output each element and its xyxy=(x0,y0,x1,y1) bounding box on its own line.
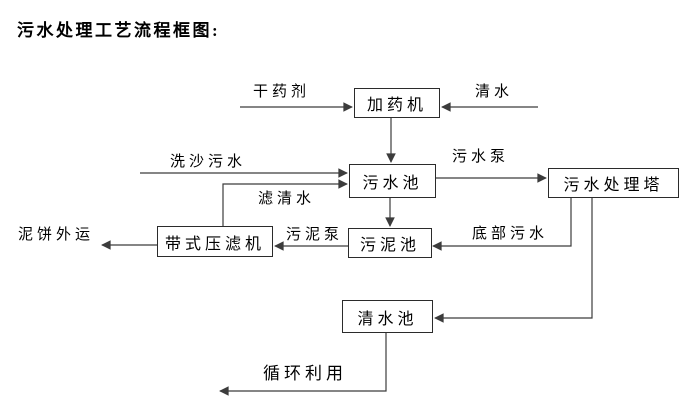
diagram-title: 污水处理工艺流程框图: xyxy=(17,21,221,40)
node-clear-water-pool: 清水池 xyxy=(342,300,433,333)
label-clean-water: 清水 xyxy=(475,84,514,100)
label-dry-agent: 干药剂 xyxy=(253,84,311,100)
label-filtered-clear-water: 滤清水 xyxy=(258,191,316,207)
label-sand-washing-sewage: 洗沙污水 xyxy=(170,154,247,170)
arrow-filtered-clear-water-to-sewage-pool xyxy=(222,179,348,226)
node-dosing-machine: 加药机 xyxy=(354,88,440,118)
label-bottom-sewage: 底部污水 xyxy=(472,226,549,242)
node-belt-filter-press: 带式压滤机 xyxy=(157,226,273,257)
label-sludge-pump: 污泥泵 xyxy=(286,227,344,243)
node-sewage-pool: 污水池 xyxy=(349,164,436,198)
label-recycling-use: 循环利用 xyxy=(263,364,347,383)
arrow-treatment-tower-to-clear-water-pool xyxy=(434,198,593,323)
node-sludge-pool: 污泥池 xyxy=(348,228,432,258)
label-mud-cake-outbound: 泥饼外运 xyxy=(18,227,95,243)
arrow-bottom-sewage-to-sludge-pool xyxy=(432,198,572,251)
label-sewage-pump: 污水泵 xyxy=(452,149,510,165)
node-sewage-treatment-tower: 污水处理塔 xyxy=(548,168,679,198)
arrow-recycling-use xyxy=(219,333,387,396)
